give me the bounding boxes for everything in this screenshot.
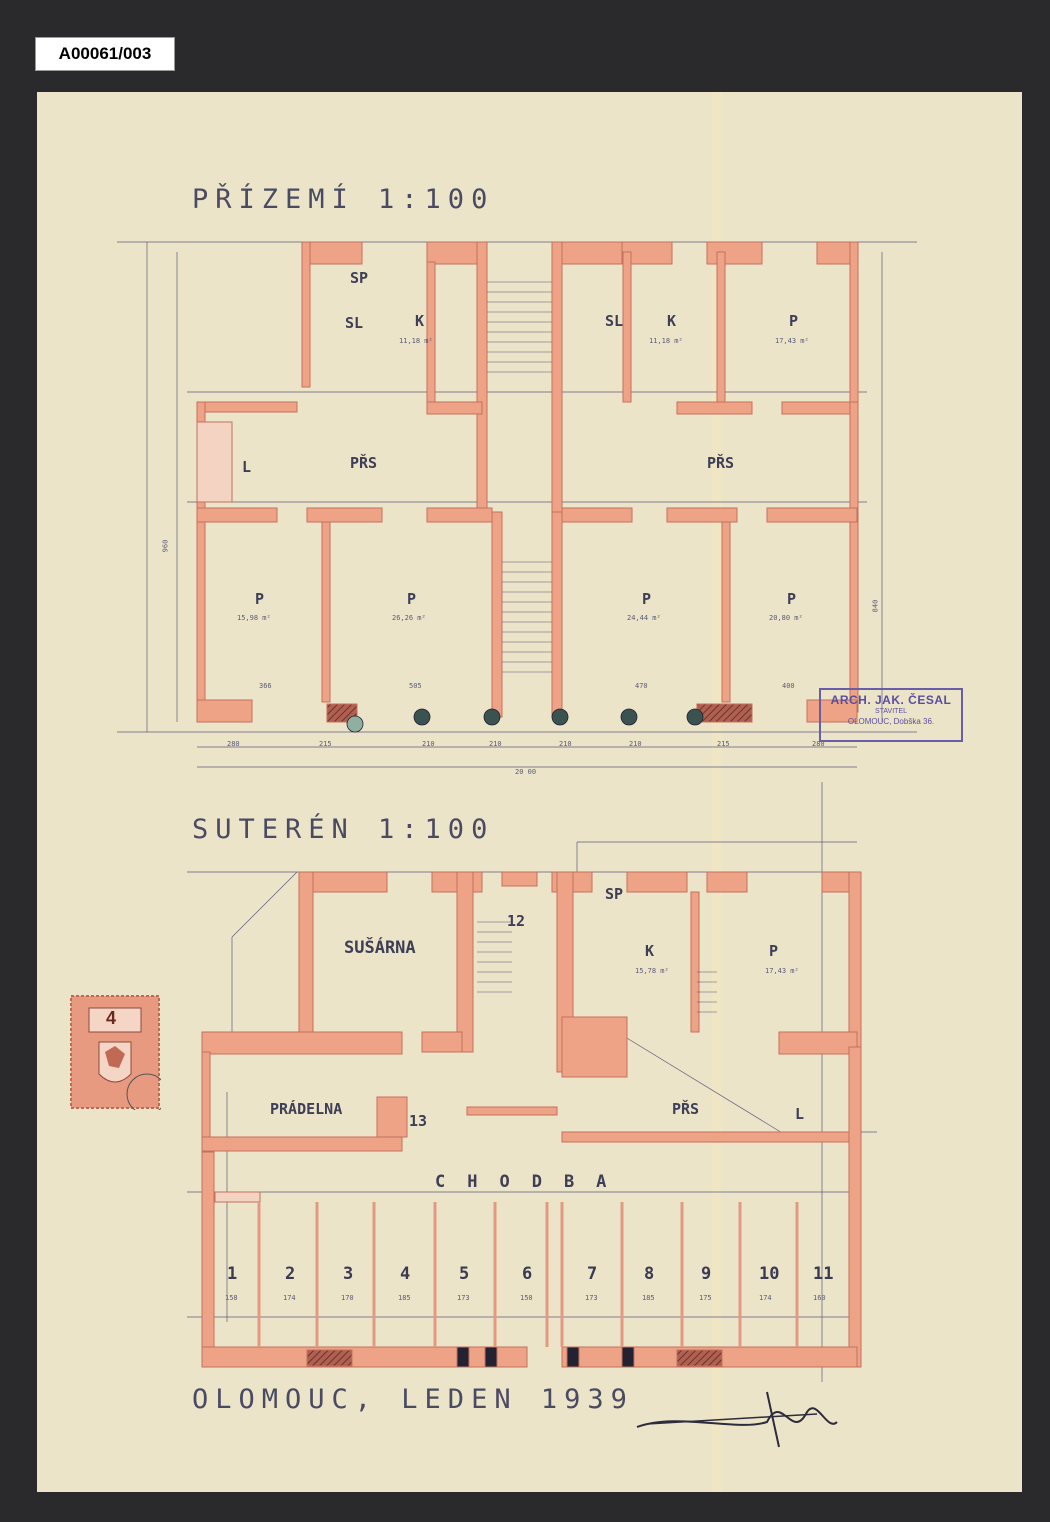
cellar-width: 170 [341,1294,354,1302]
room-label: PŘS [707,454,735,472]
room-area: 11,18 m² [399,337,433,345]
dimension-label: 840 [871,599,880,613]
cellar-width: 175 [699,1294,712,1302]
room-label: P [769,942,779,960]
cellar-number: 4 [400,1264,411,1284]
revenue-stamp: 4 [69,994,168,1115]
cellar-number: 9 [701,1264,712,1284]
room-area: 26,26 m² [392,614,426,622]
room-label: SL [605,312,624,330]
place-date: OLOMOUC, LEDEN 1939 [192,1384,634,1415]
room-area: 24,44 m² [627,614,661,622]
dimension-label: 210 [489,740,502,748]
cellar-number: 8 [644,1264,655,1284]
room-label: P [407,590,417,608]
basement-walls [201,871,862,1368]
cellar-width: 174 [283,1294,296,1302]
dimension-label: 505 [409,682,422,690]
signature [636,1407,838,1428]
cellar-number: 1 [227,1264,238,1284]
dimension-label: 280 [227,740,240,748]
ground-floor-walls [196,241,859,723]
ground-floor-windows [346,708,704,733]
room-label: K [645,942,655,960]
cellar-width: 160 [813,1294,826,1302]
room-label: P [787,590,797,608]
archive-id-label: A00061/003 [35,37,175,71]
room-label: PŘS [350,454,378,472]
dimension-label: 215 [319,740,332,748]
room-label: SUŠÁRNA [344,938,416,958]
total-width-label: 20 00 [515,768,537,776]
dimension-label: 215 [717,740,730,748]
room-label: SP [350,269,369,287]
room-number: 13 [409,1112,428,1130]
basement-stairs [477,921,717,1013]
cellar-number: 5 [459,1264,470,1284]
cellar-width: 174 [759,1294,772,1302]
room-label: SL [345,314,364,332]
room-area: 15,98 m² [237,614,271,622]
cellar-width: 185 [398,1294,411,1302]
cellar-number: 6 [522,1264,533,1284]
basement-title: SUTERÉN 1:100 [192,814,495,845]
cellar-number: 10 [759,1264,780,1284]
cellar-number: 7 [587,1264,598,1284]
room-area: 15,78 m² [635,967,669,975]
cellar-number: 2 [285,1264,296,1284]
dimension-label: 470 [635,682,648,690]
room-label: L [795,1105,805,1123]
room-label: K [667,312,677,330]
cellar-width: 150 [520,1294,533,1302]
stamp-line: ARCH. JAK. ČESAL [830,693,952,707]
dimension-label: 210 [629,740,642,748]
room-label: P [255,590,265,608]
room-label: K [415,312,425,330]
room-area: 11,18 m² [649,337,683,345]
room-label: PŘS [672,1100,700,1118]
room-area: 17,43 m² [765,967,799,975]
cellar-width: 173 [457,1294,470,1302]
room-label: SP [605,885,624,903]
room-label: P [642,590,652,608]
room-area: 20,80 m² [769,614,803,622]
cellar-number: 11 [813,1264,834,1284]
cellar-width: 173 [585,1294,598,1302]
dimension-label: 280 [812,740,825,748]
room-label: PRÁDELNA [270,1100,343,1118]
stamp-line: STAVITEL [874,708,908,715]
room-label: CHODBA [435,1172,629,1192]
stamp-line: OLOMOUC, Dobška 36. [847,717,935,726]
ground-floor-plan [117,241,917,768]
dimension-label: 400 [782,682,795,690]
room-label: P [789,312,799,330]
architect-stamp: ARCH. JAK. ČESAL STAVITEL OLOMOUC, Dobšk… [819,688,963,742]
ground-floor-stairs [487,281,552,673]
revenue-stamp-graphic [70,995,168,1115]
revenue-stamp-value: 4 [106,1008,117,1028]
drawing-sheet: PŘÍZEMÍ 1:100 SUTERÉN 1:100 OLOMOUC, LED… [37,92,1022,1492]
dimension-label: 960 [161,539,170,553]
stairs-number: 12 [507,912,526,930]
dimension-label: 210 [559,740,572,748]
cellar-partitions [257,1202,799,1347]
dimension-label: 366 [259,682,272,690]
ground-floor-title: PŘÍZEMÍ 1:100 [192,184,495,215]
cellar-number: 3 [343,1264,354,1284]
cellar-width: 158 [225,1294,238,1302]
floor-plan-drawing [37,92,1022,1492]
dimension-label: 210 [422,740,435,748]
room-area: 17,43 m² [775,337,809,345]
room-label: L [242,458,252,476]
cellar-width: 185 [642,1294,655,1302]
